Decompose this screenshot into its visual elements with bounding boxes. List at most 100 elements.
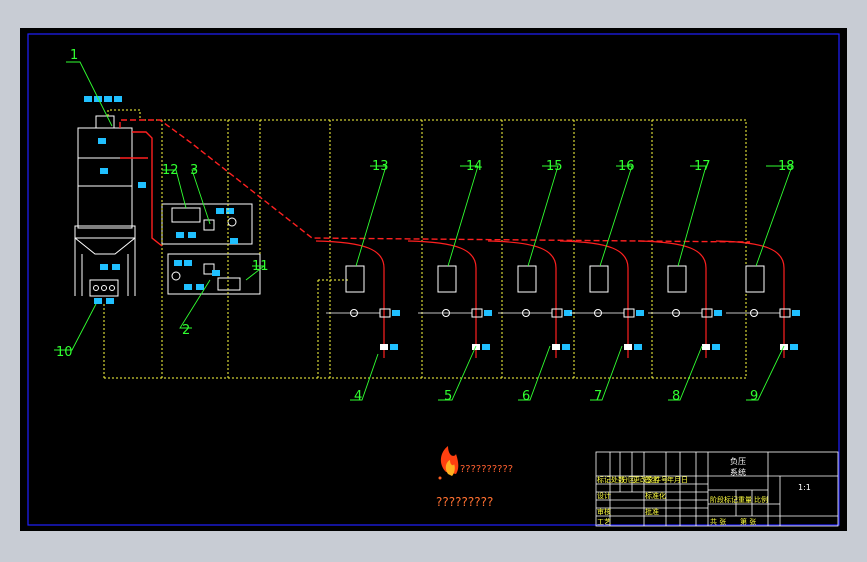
suction-station bbox=[487, 240, 572, 358]
branch-pipe bbox=[637, 240, 707, 358]
callout-9: 9 bbox=[746, 345, 785, 404]
title-block-field-label: 批准 bbox=[645, 507, 659, 516]
unit-tags bbox=[84, 96, 146, 304]
control-panel bbox=[161, 203, 261, 295]
station-tag bbox=[714, 310, 722, 316]
callout-6: 6 bbox=[518, 345, 551, 404]
title-block-headers: 标记处数分区更改文件号签名年月日设计审核工艺标准化批准阶段标记重量比例 bbox=[597, 475, 768, 526]
station-tag bbox=[702, 344, 710, 350]
station-tag bbox=[552, 344, 560, 350]
title-block-col-header: 分区 bbox=[621, 475, 635, 484]
callout-number: 18 bbox=[778, 159, 795, 174]
callout-14: 14 bbox=[447, 159, 483, 267]
receiver-vessel bbox=[345, 265, 365, 293]
suction-station bbox=[315, 240, 400, 358]
watermark-logo bbox=[438, 446, 459, 480]
callout-number: 1 bbox=[70, 48, 78, 63]
callout-leader bbox=[518, 345, 551, 401]
callout-leader bbox=[179, 279, 211, 329]
vacuum-pipe-main bbox=[119, 119, 751, 247]
station-tag bbox=[392, 310, 400, 316]
suction-stations bbox=[315, 240, 800, 358]
callout-leader bbox=[668, 345, 703, 401]
callout-leader bbox=[66, 61, 113, 127]
receiver-vessel bbox=[667, 265, 687, 293]
callout-13: 13 bbox=[355, 159, 389, 267]
callout-3: 3 bbox=[190, 163, 211, 225]
callout-16: 16 bbox=[599, 159, 635, 267]
callout-number: 16 bbox=[618, 159, 635, 174]
title-block-col-header: 更改文件号 bbox=[633, 475, 668, 484]
drawing-frame bbox=[27, 33, 840, 526]
callout-leader bbox=[350, 353, 379, 401]
suction-station bbox=[559, 240, 644, 358]
station-tag bbox=[624, 344, 632, 350]
control-panel-tags bbox=[174, 208, 238, 290]
callout-2: 2 bbox=[179, 279, 211, 338]
callout-leader bbox=[191, 169, 211, 225]
callout-leader bbox=[355, 165, 387, 267]
branch-pipe bbox=[407, 240, 477, 358]
branch-pipe bbox=[487, 240, 557, 358]
station-tag bbox=[484, 310, 492, 316]
callout-number: 6 bbox=[522, 389, 530, 404]
callout-leader bbox=[746, 345, 785, 401]
callout-leader bbox=[755, 165, 793, 267]
nozzle-body bbox=[623, 308, 635, 318]
callout-12: 12 bbox=[162, 163, 187, 209]
station-tag bbox=[380, 344, 388, 350]
callout-number: 4 bbox=[354, 389, 362, 404]
callout-17: 17 bbox=[677, 159, 711, 267]
callout-leader bbox=[438, 345, 477, 401]
watermark-line2: ????????? bbox=[436, 495, 493, 509]
station-tag bbox=[790, 344, 798, 350]
title-block-field-label: 标准化 bbox=[645, 491, 666, 500]
title-block-sheet-number: 第 张 bbox=[740, 517, 756, 526]
branch-pipe bbox=[715, 240, 785, 358]
receiver-vessel bbox=[517, 265, 537, 293]
callout-leader bbox=[590, 345, 623, 401]
callout-number: 13 bbox=[372, 159, 389, 174]
callout-leader bbox=[245, 265, 266, 281]
control-wiring bbox=[103, 109, 747, 379]
callout-5: 5 bbox=[438, 345, 477, 404]
title-block-field-label: 阶段标记 bbox=[710, 495, 738, 504]
title-block-col-header: 处数 bbox=[611, 475, 625, 484]
watermark-line1: ?????????? bbox=[460, 464, 513, 475]
title-block-field-label: 重量 bbox=[738, 496, 752, 504]
title-block-row-label: 设计 bbox=[597, 491, 611, 500]
callout-number: 14 bbox=[466, 159, 483, 174]
receiver-vessel bbox=[589, 265, 609, 293]
callout-number: 7 bbox=[594, 389, 602, 404]
receiver-vessel bbox=[745, 265, 765, 293]
title-block-code: 1:1 bbox=[798, 483, 811, 492]
station-tag bbox=[712, 344, 720, 350]
branch-pipe bbox=[315, 240, 385, 358]
callout-7: 7 bbox=[590, 345, 623, 404]
callout-number: 17 bbox=[694, 159, 711, 174]
callout-leader bbox=[677, 165, 707, 267]
callout-leader bbox=[54, 303, 97, 351]
nozzle-body bbox=[701, 308, 713, 318]
callout-number: 11 bbox=[252, 259, 269, 274]
callout-number: 10 bbox=[56, 345, 73, 360]
callout-number: 15 bbox=[546, 159, 563, 174]
callout-4: 4 bbox=[350, 353, 379, 404]
suction-station bbox=[715, 240, 800, 358]
suction-station bbox=[637, 240, 722, 358]
callout-leader bbox=[599, 165, 633, 267]
nozzle-body bbox=[471, 308, 483, 318]
callout-number: 9 bbox=[750, 389, 758, 404]
station-tag bbox=[634, 344, 642, 350]
callout-leader bbox=[447, 165, 479, 267]
callout-10: 10 bbox=[54, 303, 97, 360]
branch-pipe bbox=[559, 240, 629, 358]
callout-11: 11 bbox=[245, 259, 269, 281]
title-block-row-label: 工艺 bbox=[597, 518, 611, 526]
title-block-col-header: 年月日 bbox=[667, 475, 688, 484]
station-tag bbox=[482, 344, 490, 350]
title-block-row-label: 审核 bbox=[597, 507, 611, 516]
